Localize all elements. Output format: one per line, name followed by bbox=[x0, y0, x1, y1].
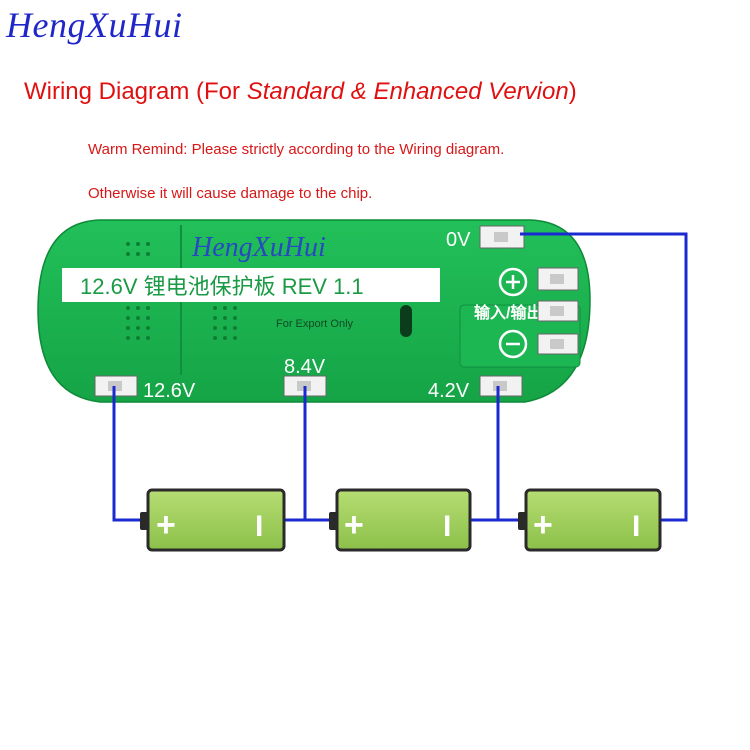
protection-board: 12.6V 锂电池保护板 REV 1.1 HengXuHui For Expor… bbox=[37, 219, 591, 403]
export-text: For Export Only bbox=[276, 318, 354, 330]
minus-symbol bbox=[498, 329, 528, 359]
title-suffix: ) bbox=[568, 78, 577, 105]
terminal-label-8v4: 8.4V bbox=[284, 356, 326, 378]
terminal-label-4v2: 4.2V bbox=[428, 380, 470, 402]
warning-note-1: Warm Remind: Please strictly according t… bbox=[88, 141, 505, 158]
pad-0v bbox=[479, 225, 525, 249]
battery-plus-label: + bbox=[156, 506, 176, 544]
pad-12v6 bbox=[94, 375, 138, 397]
title-italic: Standard & Enhanced Vervion bbox=[246, 78, 569, 105]
terminal-label-0v: 0V bbox=[446, 229, 471, 251]
brand-logo-text: HengXuHui bbox=[6, 5, 183, 45]
battery-plus-label: + bbox=[344, 506, 364, 544]
terminal-label-12v6: 12.6V bbox=[143, 380, 196, 402]
battery-minus-label: I bbox=[255, 510, 263, 543]
pad-plus bbox=[537, 267, 579, 291]
board-label-band bbox=[62, 268, 440, 302]
wires bbox=[112, 232, 688, 522]
title-prefix: Wiring Diagram (For bbox=[24, 78, 247, 105]
battery-plus-label: + bbox=[533, 506, 553, 544]
pad-minus bbox=[537, 333, 579, 355]
battery-1: + I bbox=[140, 488, 286, 552]
battery-2: + I bbox=[329, 488, 472, 552]
warning-note-2: Otherwise it will cause damage to the ch… bbox=[88, 185, 373, 202]
pad-mid bbox=[537, 300, 579, 322]
battery-minus-label: I bbox=[632, 510, 640, 543]
board-label: 12.6V 锂电池保护板 REV 1.1 bbox=[80, 274, 364, 299]
wire-12v6 bbox=[112, 386, 146, 522]
pad-4v2 bbox=[479, 375, 523, 397]
pcb-vias bbox=[126, 242, 237, 340]
page-title: Wiring Diagram (For Standard & Enhanced … bbox=[24, 78, 577, 106]
battery-3: + I bbox=[518, 488, 662, 552]
wire-0v bbox=[520, 232, 688, 522]
plus-symbol bbox=[498, 267, 528, 297]
pcb-slot bbox=[400, 305, 412, 337]
battery-minus-label: I bbox=[443, 510, 451, 543]
io-label: 输入/输出 bbox=[474, 303, 542, 322]
pcb-body bbox=[37, 219, 591, 403]
board-watermark: HengXuHui bbox=[191, 232, 326, 263]
